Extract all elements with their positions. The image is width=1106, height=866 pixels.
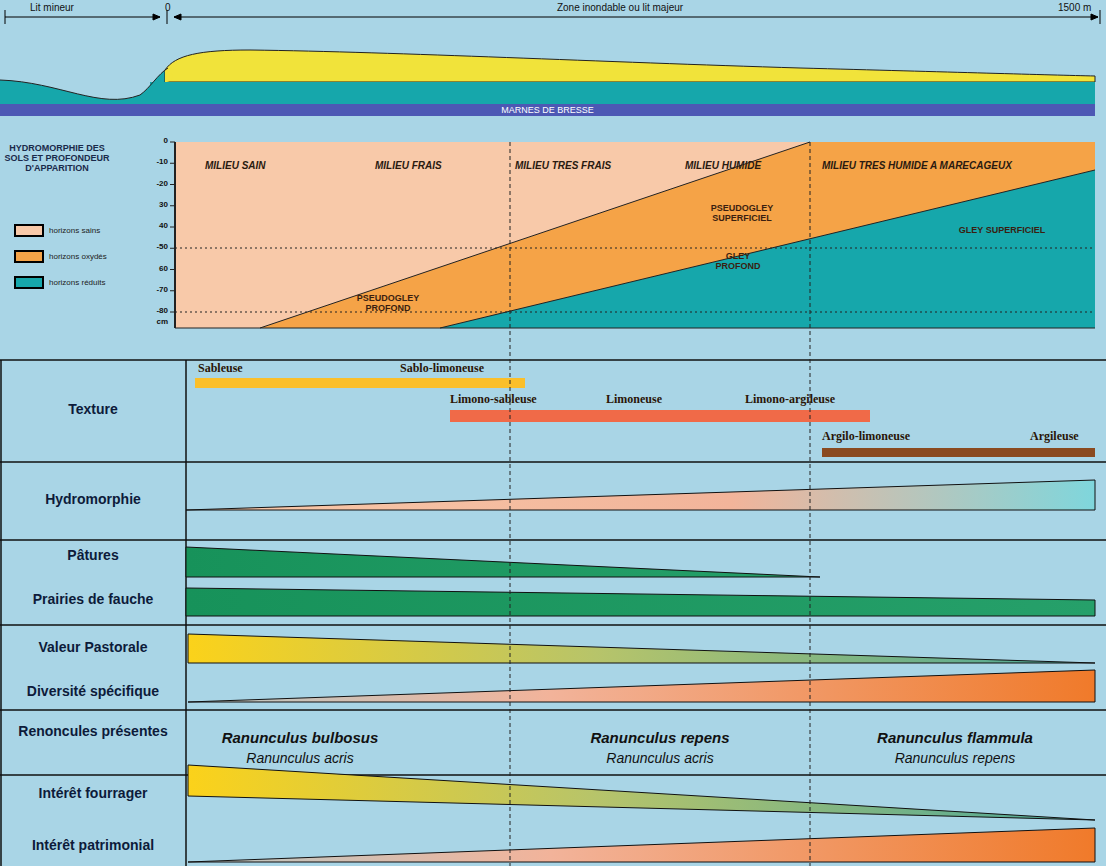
row-header: Prairies de fauche — [6, 592, 181, 607]
legend-swatch — [14, 276, 44, 289]
depth-tick-label: -10 — [156, 158, 168, 167]
axis-tick — [170, 269, 175, 270]
depth-tick-label: -50 — [156, 243, 168, 252]
horizon-label: GLEY SUPERFICIEL — [952, 226, 1052, 236]
row-header: Texture — [6, 402, 181, 417]
species-name: Ranunculus repens — [895, 751, 1016, 766]
legend-swatch — [14, 224, 44, 237]
texture-label: Limoneuse — [606, 393, 662, 406]
axis-tick — [170, 290, 175, 291]
legend-text: horizons oxydés — [49, 252, 107, 261]
zone-label: Zone inondable ou lit majeur — [557, 2, 683, 13]
species-name: Ranunculus bulbosus — [222, 730, 379, 747]
species-name: Ranunculus acris — [606, 751, 713, 766]
milieu-label: MILIEU TRES HUMIDE A MARECAGEUX — [822, 160, 1012, 171]
depth-tick-label: -80 — [156, 307, 168, 316]
horizon-label: PSEUDOGLEY PROFOND — [343, 294, 433, 314]
row-header: Pâtures — [6, 548, 181, 563]
legend-text: horizons réduits — [49, 278, 105, 287]
legend-text: horizons sains — [49, 226, 100, 235]
texture-label: Sableuse — [198, 362, 243, 375]
layer-name: MARNES DE BRESSE — [501, 105, 594, 115]
distance-label: 0 — [165, 2, 171, 13]
depth-tick-label: cm — [156, 318, 168, 327]
depth-tick-label: 0 — [164, 137, 168, 146]
distance-label: 1500 m — [1058, 2, 1091, 13]
milieu-label: MILIEU SAIN — [205, 160, 266, 171]
legend-entry: horizons oxydés — [14, 250, 107, 263]
axis-tick — [170, 248, 175, 249]
legend-entry: horizons réduits — [14, 276, 105, 289]
texture-label: Argileuse — [1030, 430, 1079, 443]
milieu-label: MILIEU TRES FRAIS — [515, 160, 611, 171]
row-header: Renoncules présentes — [6, 724, 181, 739]
row-header: Valeur Pastorale — [6, 640, 181, 655]
chart-title: HYDROMORPHIE DES SOLS ET PROFONDEUR D'AP… — [5, 144, 110, 174]
texture-label: Limono-sableuse — [450, 393, 537, 406]
depth-tick-label: -70 — [156, 286, 168, 295]
row-header: Hydromorphie — [6, 492, 181, 507]
zone-label: Lit mineur — [30, 2, 74, 13]
milieu-label: MILIEU FRAIS — [375, 160, 442, 171]
texture-label: Limono-argileuse — [745, 393, 835, 406]
row-header: Intérêt patrimonial — [6, 838, 181, 853]
axis-tick — [170, 142, 175, 143]
texture-label: Sablo-limoneuse — [400, 362, 484, 375]
legend-swatch — [14, 250, 44, 263]
row-header: Diversité spécifique — [6, 684, 181, 699]
milieu-label: MILIEU HUMIDE — [685, 160, 761, 171]
depth-tick-label: -20 — [156, 180, 168, 189]
species-name: Ranunculus repens — [590, 730, 729, 747]
row-header: Intérêt fourrager — [6, 786, 181, 801]
depth-tick-label: 40 — [159, 222, 168, 231]
horizon-label: GLEY PROFOND — [708, 252, 768, 272]
depth-tick-label: 30 — [159, 201, 168, 210]
horizon-label: PSEUDOGLEY SUPERFICIEL — [692, 204, 792, 224]
legend-entry: horizons sains — [14, 224, 100, 237]
axis-tick — [170, 227, 175, 228]
depth-tick-label: 60 — [159, 265, 168, 274]
axis-tick — [170, 184, 175, 185]
axis-tick — [170, 312, 175, 313]
texture-label: Argilo-limoneuse — [822, 430, 910, 443]
rock-layer-band: MARNES DE BRESSE — [0, 104, 1095, 116]
species-name: Ranunculus acris — [246, 751, 353, 766]
axis-tick — [170, 163, 175, 164]
axis-tick — [170, 205, 175, 206]
species-name: Ranunculus flammula — [877, 730, 1033, 747]
